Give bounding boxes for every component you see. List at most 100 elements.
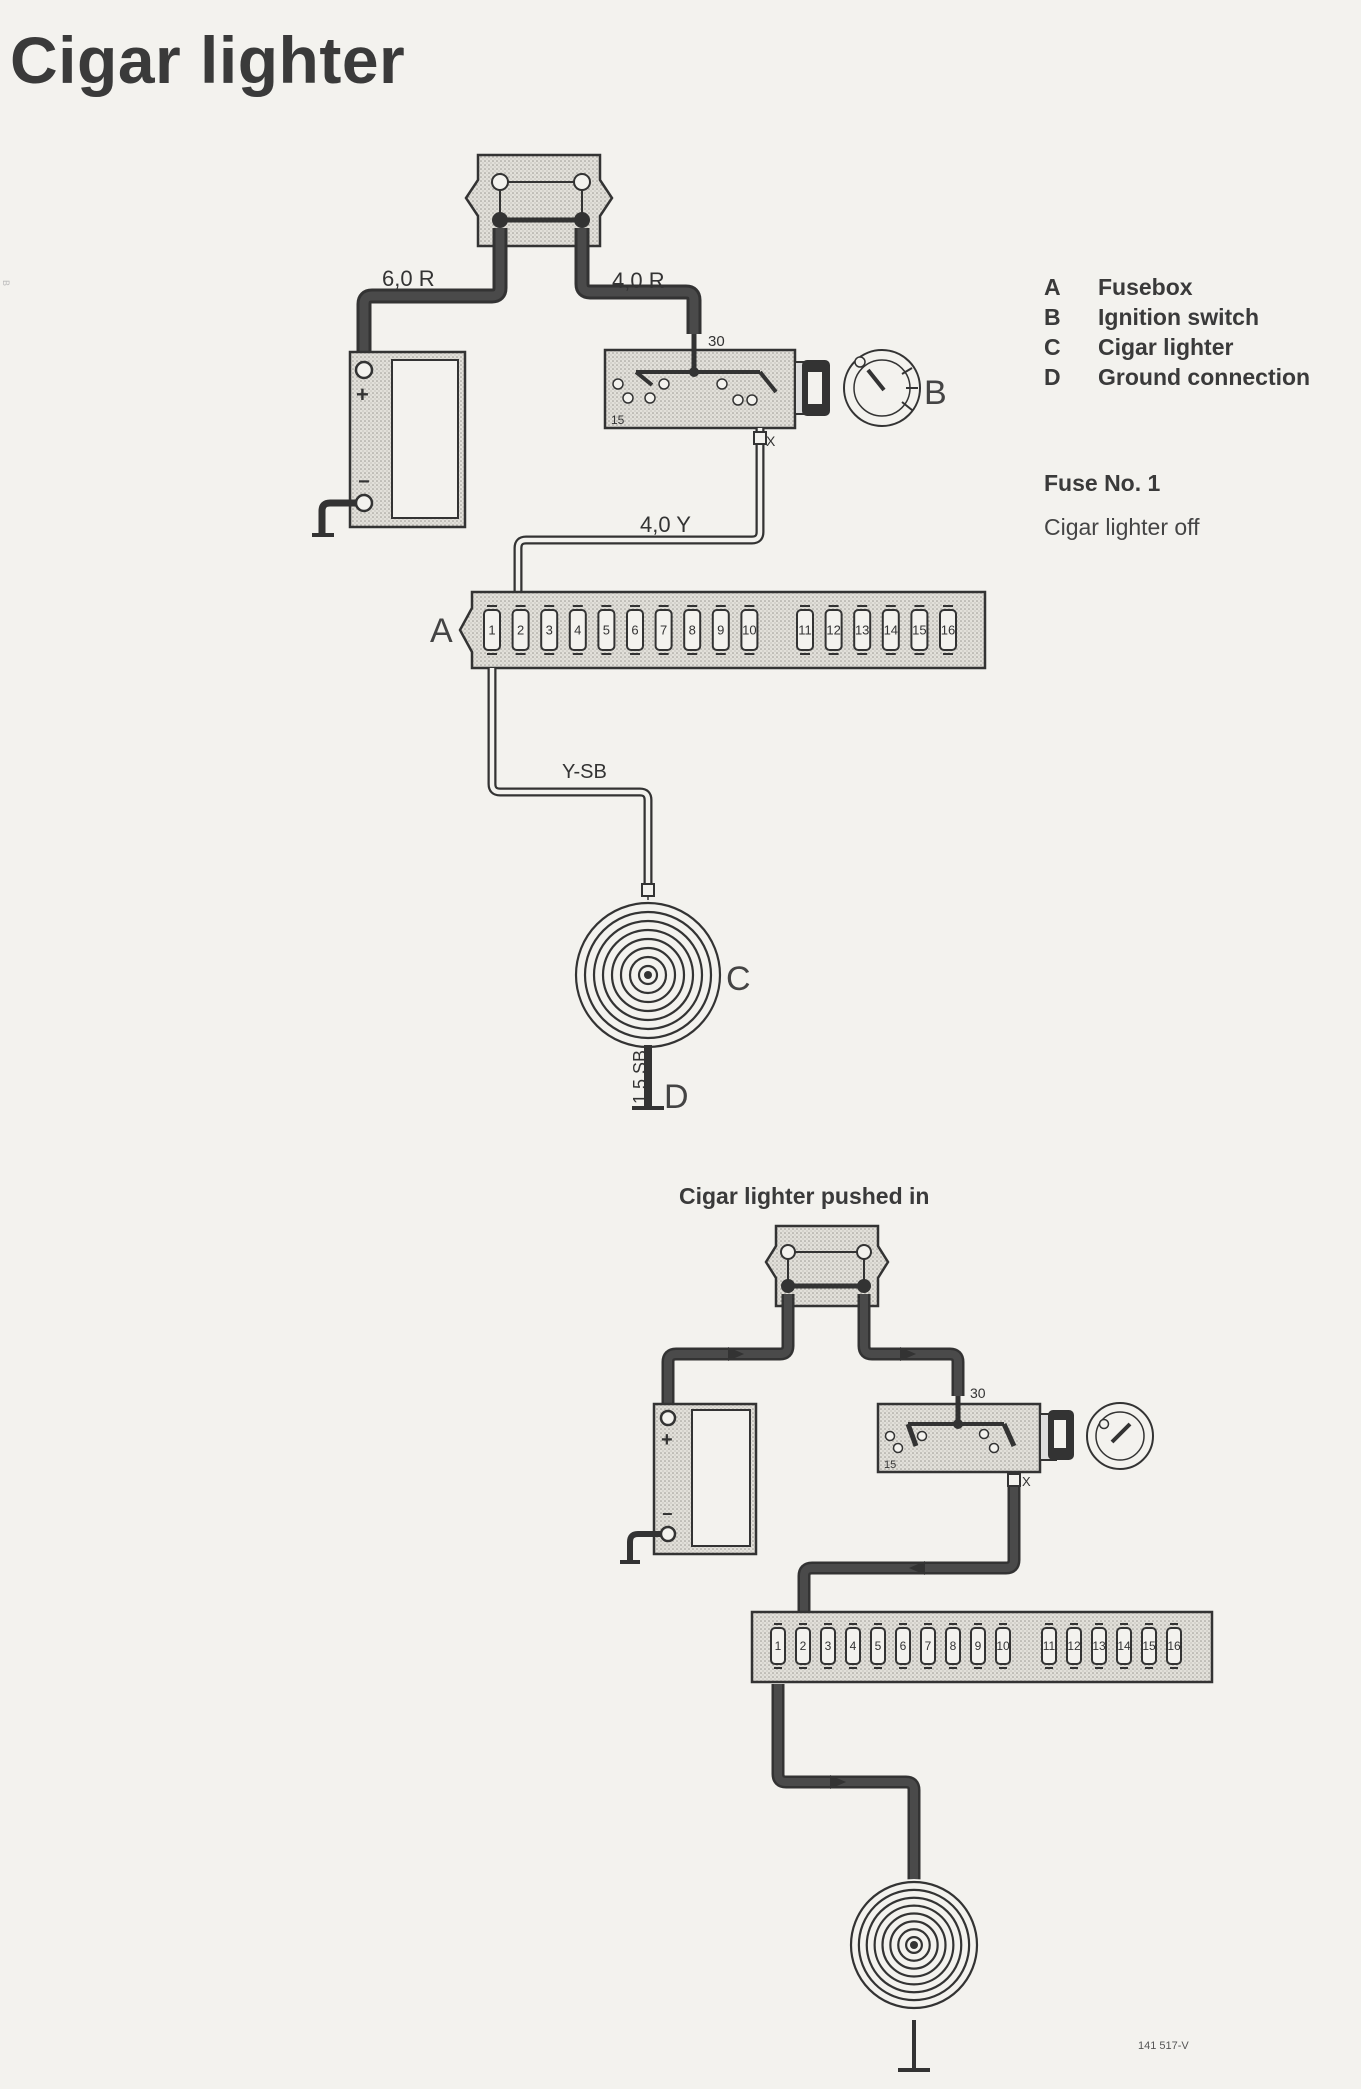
coil-ring [881,1912,947,1978]
coil-ring [849,1880,979,2010]
terminal-30-2: 30 [970,1385,986,1401]
fuse-number: Fuse No. 1 [1044,470,1161,496]
fuse-label: 6 [631,622,638,637]
fuse-9: 9 [711,605,730,655]
wire-4-0-y [513,428,765,596]
fuse-1: 1 [483,605,501,655]
fuse-14: 14 [881,605,900,655]
label-y-sb: Y-SB [562,761,607,783]
fuse-label: 3 [546,622,553,637]
fuse-label: 2 [517,622,524,637]
fuse-label: 16 [941,622,955,637]
ignition-switch-2: 30 15 X [876,1385,1154,1489]
terminal-15: 15 [611,413,625,427]
fuse-10: 10 [995,1623,1011,1669]
fuse-label: 7 [660,622,667,637]
fuse-16: 16 [939,605,957,655]
coil-ring [592,919,704,1031]
fuse-16: 16 [1166,1623,1182,1669]
fuse-15: 15 [910,605,929,655]
letter-d: D [664,1078,689,1116]
coil-ring [619,946,677,1004]
battery: + − [312,350,467,537]
battery-plus: + [356,382,369,407]
coil-ring [610,937,686,1013]
label-4-0-y: 4,0 Y [640,512,691,537]
fuse-label: 9 [975,1639,982,1653]
fuse-11: 11 [1041,1623,1057,1669]
fuse-8: 8 [683,605,702,655]
active-circuit [661,1294,1021,1880]
cigar-lighter-2 [848,1879,980,2011]
fuse-6: 6 [895,1623,911,1669]
terminal-x: X [766,433,776,449]
fuse-7: 7 [654,605,673,655]
fuse-6: 6 [626,605,644,655]
label-4-0-r: 4,0 R [612,268,665,293]
fuse-2: 2 [795,1623,811,1669]
fuse-label: 13 [1092,1639,1106,1653]
fuse-label: 8 [689,622,696,637]
junction-block-2 [764,1224,890,1308]
fuse-13: 13 [1091,1623,1107,1669]
cigar-lighter [573,900,723,1050]
fuse-label: 15 [912,622,926,637]
fuse-label: 11 [1043,1639,1056,1653]
coil-ring [873,1904,955,1986]
fuse-label: 7 [925,1639,932,1653]
fuse-4: 4 [568,605,587,655]
fuse-label: 1 [775,1639,782,1653]
fuse-label: 14 [1117,1639,1131,1653]
fuse-label: 5 [875,1639,882,1653]
diagram-on: + − 30 15 X [620,1224,1214,2072]
fuse-4: 4 [845,1623,861,1669]
fuse-label: 4 [850,1639,857,1653]
fuse-7: 7 [920,1623,936,1669]
page-title: Cigar lighter [10,23,406,97]
fuse-9: 9 [970,1623,986,1669]
coil-ring [637,964,659,986]
side-mark: B [1,280,11,287]
ignition-switch: 30 15 X [603,333,921,449]
battery-2-plus: + [661,1429,673,1451]
fuse-label: 5 [603,622,610,637]
diagram-off: 6,0 R 4,0 R + − 30 [312,153,987,1116]
fuse-label: 12 [1067,1639,1081,1653]
fuse-3: 3 [540,605,559,655]
fuse-3: 3 [820,1623,836,1669]
terminal-30: 30 [708,333,725,350]
fuse-label: 13 [855,622,869,637]
fuse-13: 13 [853,605,872,655]
fuse-label: 1 [488,622,495,637]
label-1-5-sb: 1,5 SB [630,1050,650,1104]
fuse-label: 9 [717,622,724,637]
letter-b: B [924,374,947,412]
battery-2-minus: − [662,1504,673,1524]
current-arrows [728,1347,925,1789]
fuse-10: 10 [740,605,759,655]
fuse-1: 1 [770,1623,786,1669]
coil-ring [905,1936,923,1954]
fuse-label: 8 [950,1639,957,1653]
coil-ring [897,1928,931,1962]
fuse-5: 5 [870,1623,886,1669]
diagram-caption-pushed-in: Cigar lighter pushed in [679,1183,930,1209]
fuse-label: 12 [826,622,840,637]
junction-block [464,153,614,248]
battery-minus: − [358,471,370,493]
fuse-12: 12 [1066,1623,1082,1669]
lighter-state: Cigar lighter off [1044,514,1200,540]
coil-ring [628,955,668,995]
fuse-14: 14 [1116,1623,1132,1669]
letter-a: A [430,612,453,650]
terminal-15-2: 15 [884,1459,896,1471]
fuse-8: 8 [945,1623,961,1669]
fuse-5: 5 [597,605,616,655]
